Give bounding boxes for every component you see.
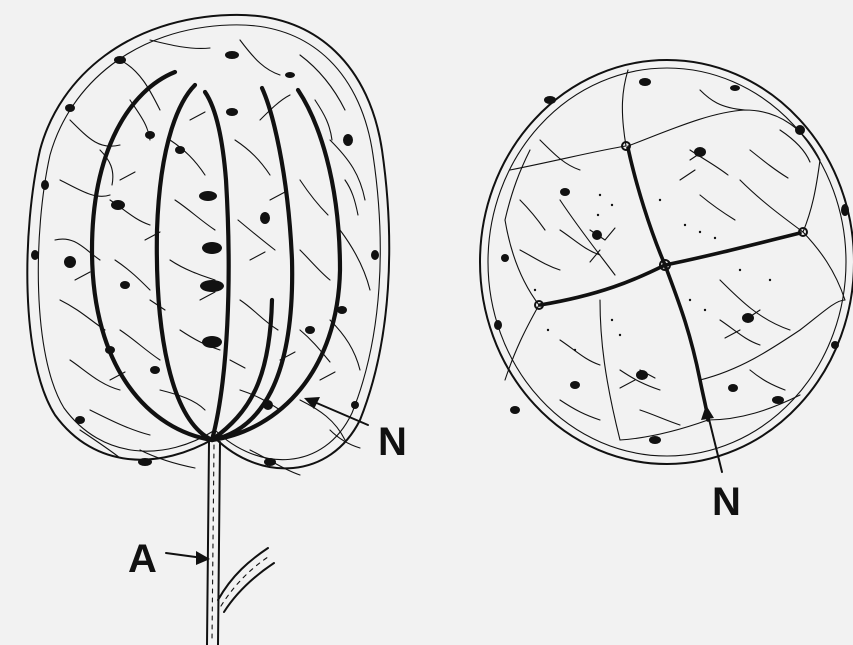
artery-arrow <box>166 551 210 565</box>
right-nuclei <box>494 78 849 444</box>
right-capillary-network <box>520 130 810 425</box>
left-outer-outline <box>27 15 389 468</box>
right-round-specimen: N <box>480 60 853 524</box>
artery-stalk <box>207 442 274 645</box>
right-nerve-label: N <box>712 480 741 524</box>
left-nerve-label: N <box>378 420 407 464</box>
right-nerve-arrow <box>701 405 722 472</box>
left-nuclei <box>31 51 379 466</box>
right-outer-outline <box>480 60 853 464</box>
artery-label: A <box>128 537 157 581</box>
left-oval-specimen: N A <box>27 15 407 645</box>
right-nerve-branches <box>535 142 807 420</box>
left-nerve-arrow <box>304 397 368 425</box>
meridional-vessels <box>92 72 340 440</box>
